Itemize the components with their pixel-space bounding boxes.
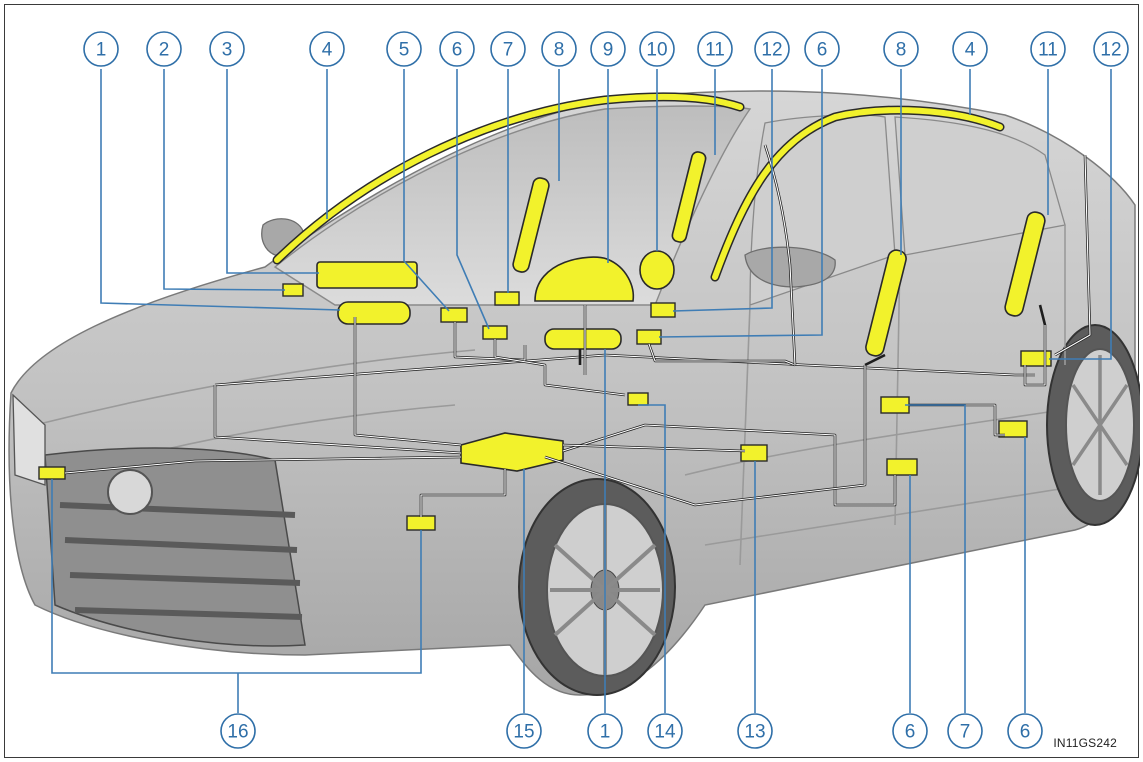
callout-bottom-circle (506, 713, 542, 749)
callout-bottom-4: 14 (647, 713, 683, 749)
callout-top-number: 8 (896, 40, 907, 61)
callout-top-circle (697, 31, 733, 67)
callout-top-number: 2 (159, 40, 170, 61)
callout-top-1: 1 (83, 31, 119, 67)
callout-top-number: 9 (603, 40, 614, 61)
callout-bottom-number: 6 (905, 722, 916, 743)
callout-bottom-7: 7 (947, 713, 983, 749)
callout-top-number: 8 (554, 40, 565, 61)
windshield (273, 105, 752, 306)
wiring-harness (64, 144, 1092, 517)
callout-top-6: 6 (439, 31, 475, 67)
callout-top-number: 1 (96, 40, 107, 61)
callout-top-8: 8 (541, 31, 577, 67)
callout-top-16: 11 (1030, 31, 1066, 67)
callout-bottom-circle (892, 713, 928, 749)
callout-top-circle (952, 31, 988, 67)
callout-bottom-number: 14 (654, 722, 676, 743)
callout-bottom-2: 15 (506, 713, 542, 749)
callout-top-circle (386, 31, 422, 67)
callout-top-number: 4 (322, 40, 333, 61)
callout-top-circle (309, 31, 345, 67)
callout-bottom-circle (947, 713, 983, 749)
callout-bottom-number: 1 (600, 722, 611, 743)
callout-bottom-5: 13 (737, 713, 773, 749)
headlight (12, 393, 46, 486)
callout-top-number: 11 (1038, 40, 1058, 61)
callout-top-9: 9 (590, 31, 626, 67)
callout-top-number: 7 (503, 40, 514, 61)
callout-bottom-6: 6 (892, 713, 928, 749)
callout-bottom-number: 15 (513, 722, 534, 743)
sensors (38, 283, 1052, 531)
callout-top-circle (1030, 31, 1066, 67)
side-airbags (512, 151, 1046, 357)
callout-top-15: 4 (952, 31, 988, 67)
callout-top-13: 6 (804, 31, 840, 67)
callout-top-circle (804, 31, 840, 67)
callout-bottom-number: 16 (227, 722, 248, 743)
callout-bottom-circle (647, 713, 683, 749)
callout-top-12: 12 (754, 31, 790, 67)
callout-top-number: 10 (646, 40, 667, 61)
callout-bottom-1: 16 (220, 713, 256, 749)
callout-top-number: 5 (399, 40, 410, 61)
rear-wheel (1046, 324, 1140, 526)
callout-top-5: 5 (386, 31, 422, 67)
callout-top-4: 4 (309, 31, 345, 67)
callout-top-3: 3 (209, 31, 245, 67)
callout-top-number: 12 (761, 40, 782, 61)
callout-top-circle (490, 31, 526, 67)
callout-top-circle (83, 31, 119, 67)
callout-bottom-circle (1007, 713, 1043, 749)
callout-top-number: 3 (222, 40, 233, 61)
callout-bottom-circle (587, 713, 623, 749)
callout-bottom-3: 1 (587, 713, 623, 749)
car-illustration (8, 90, 1140, 696)
callouts-bottom: 16 15 1 14 13 6 7 6 (220, 713, 1043, 749)
callout-top-circle (754, 31, 790, 67)
callout-bottom-circle (220, 713, 256, 749)
callout-top-circle (439, 31, 475, 67)
callout-top-number: 6 (817, 40, 828, 61)
callout-bottom-number: 7 (960, 722, 971, 743)
callout-bottom-circle (737, 713, 773, 749)
callout-top-17: 12 (1093, 31, 1129, 67)
callout-top-number: 6 (452, 40, 463, 61)
callout-top-circle (541, 31, 577, 67)
callout-top-circle (590, 31, 626, 67)
callout-top-14: 8 (883, 31, 919, 67)
callout-top-circle (1093, 31, 1129, 67)
leader-lines (51, 69, 1112, 713)
callout-top-number: 12 (1100, 40, 1121, 61)
callout-top-circle (639, 31, 675, 67)
callout-top-number: 4 (965, 40, 976, 61)
callout-top-7: 7 (490, 31, 526, 67)
front-grille (44, 447, 306, 647)
callout-top-10: 10 (639, 31, 675, 67)
callout-bottom-number: 13 (744, 722, 765, 743)
callout-top-11: 11 (697, 31, 733, 67)
callout-top-circle (883, 31, 919, 67)
callout-top-2: 2 (146, 31, 182, 67)
callout-top-circle (209, 31, 245, 67)
figure-code: IN11GS242 (1053, 736, 1117, 750)
front-airbags (316, 250, 675, 472)
callout-bottom-number: 6 (1020, 722, 1031, 743)
callout-bottom-8: 6 (1007, 713, 1043, 749)
callout-top-number: 11 (705, 40, 725, 61)
callout-top-circle (146, 31, 182, 67)
rear-side-window (894, 116, 1066, 256)
front-wheel (518, 478, 676, 696)
emblem (107, 469, 153, 515)
curtain-airbags (272, 92, 1005, 282)
